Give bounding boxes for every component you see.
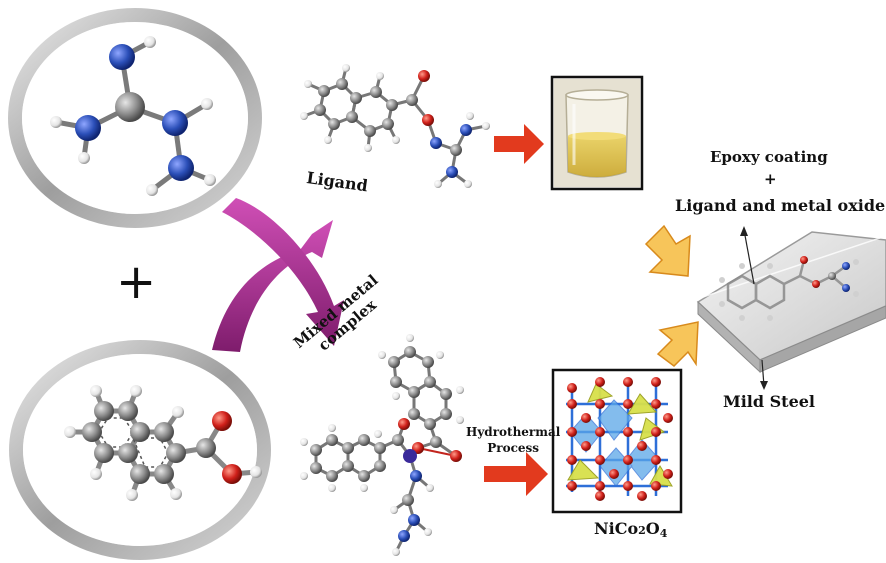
- plus-sign: +: [116, 254, 157, 310]
- beaker-photo: [550, 75, 644, 191]
- red-arrow-to-beaker: [494, 124, 544, 164]
- hydrothermal-process-label: Hydrothermal Process: [466, 424, 560, 456]
- ligand-molecule: [300, 64, 490, 188]
- aminoguanidine-molecule-ring: [8, 8, 262, 228]
- red-arrow-to-crystal: [484, 452, 548, 496]
- mild-steel-label: Mild Steel: [723, 392, 816, 411]
- nico-o: O: [645, 519, 660, 538]
- coated-steel-plate: [696, 226, 886, 390]
- hydrothermal-line1: Hydrothermal: [466, 425, 561, 439]
- yellow-arrow-upper: [644, 224, 691, 277]
- nico2o4-crystal-structure: [551, 368, 683, 514]
- nico-sub1: 2: [638, 524, 646, 537]
- nico-sub2: 4: [659, 527, 668, 540]
- hydrothermal-line2: Process: [487, 441, 540, 455]
- ligand-metal-oxide-label: Ligand and metal oxide: [675, 196, 886, 215]
- mixed-metal-complex-molecule: [300, 334, 464, 556]
- naphthoic-acid-molecule-ring: [9, 340, 271, 560]
- nico2o4-label: NiCo2O4: [594, 519, 667, 540]
- plus-small-label: +: [764, 170, 777, 188]
- yellow-arrow-lower: [656, 321, 699, 367]
- purple-crossing-arrows: [212, 198, 344, 352]
- nico-main: NiCo: [594, 519, 639, 538]
- epoxy-coating-label: Epoxy coating: [710, 148, 828, 166]
